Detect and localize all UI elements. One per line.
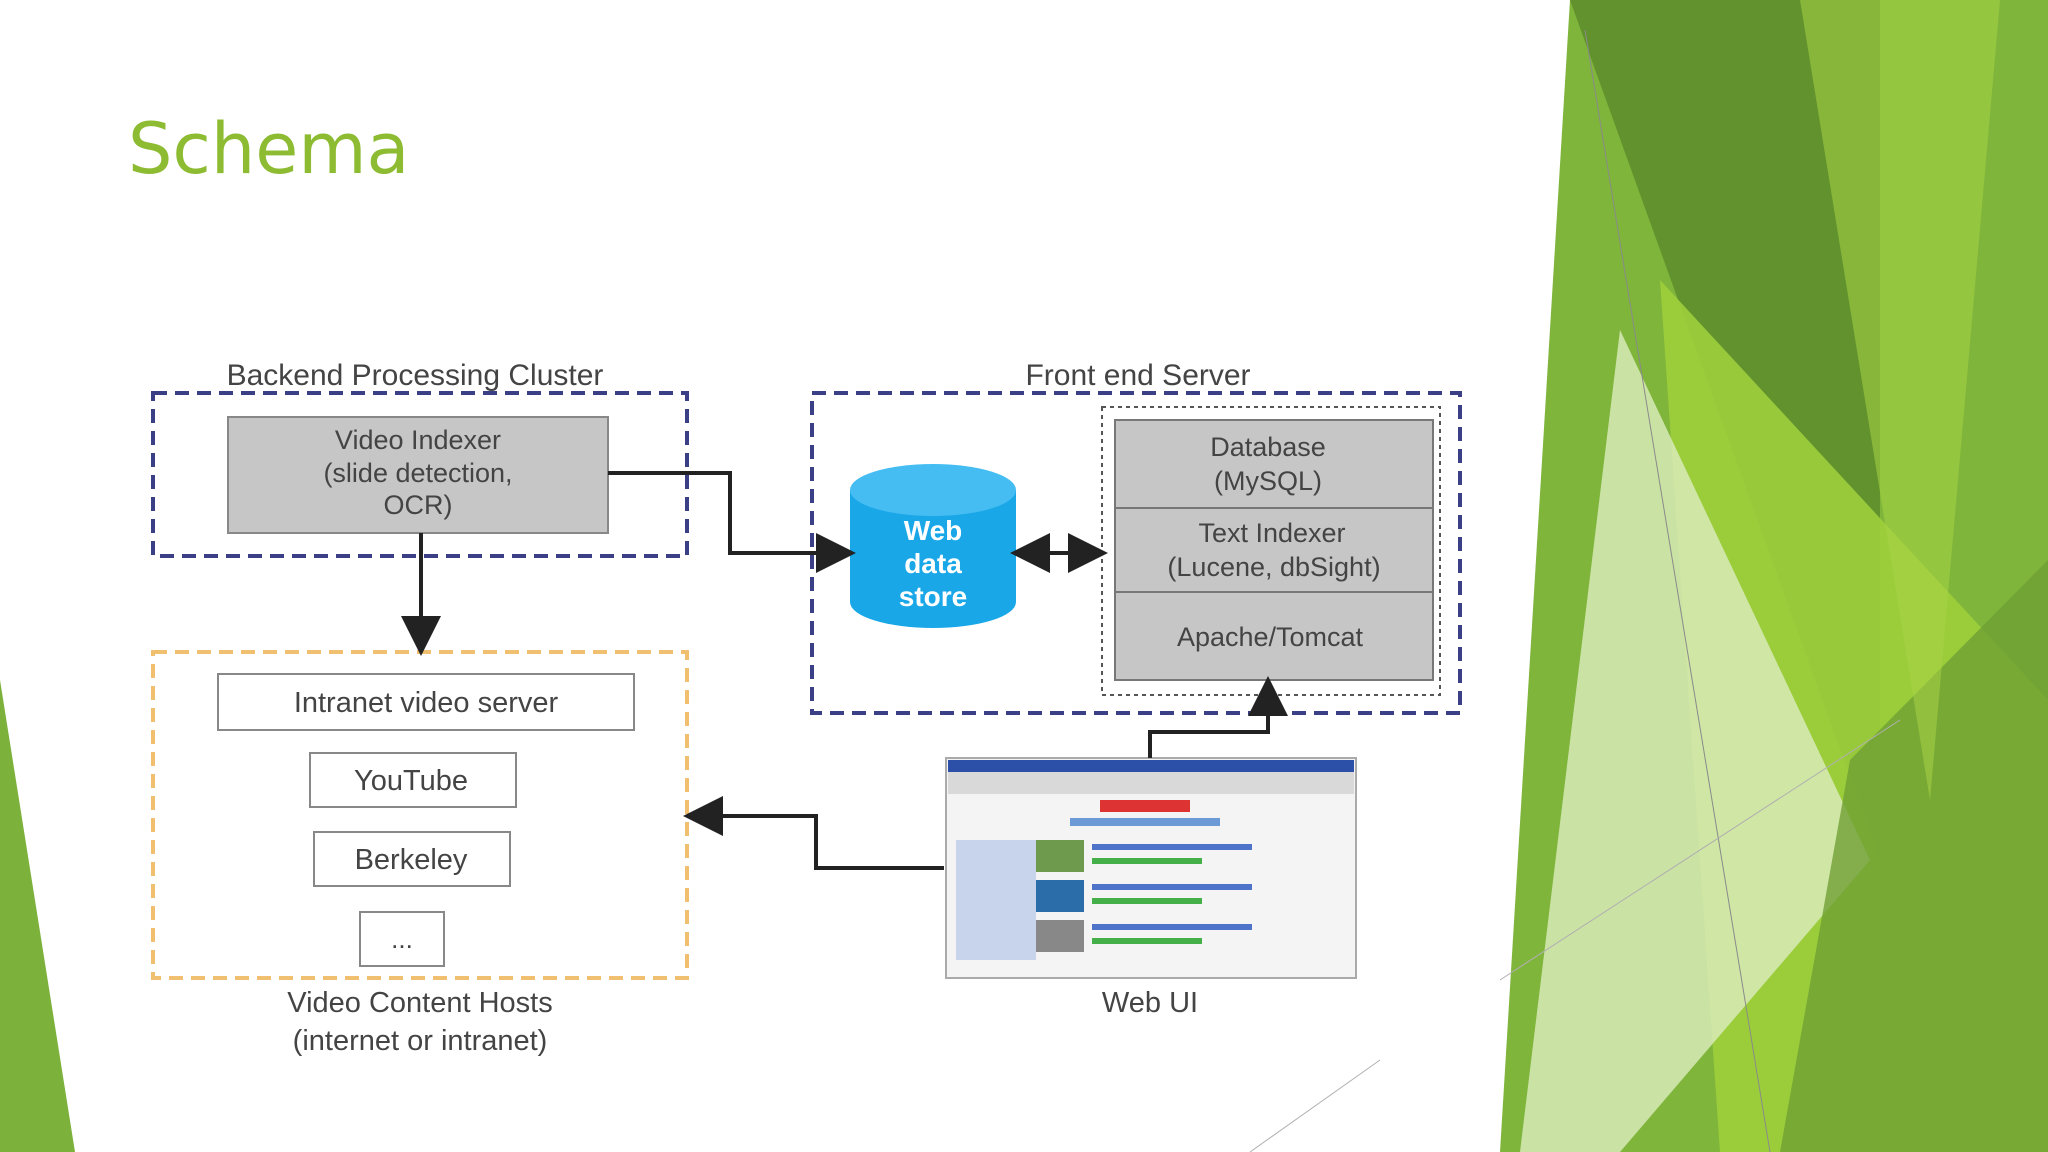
database-line-2: (MySQL) — [1214, 466, 1322, 496]
youtube-box — [309, 752, 517, 808]
content-hosts-label-1: Video Content Hosts — [287, 987, 552, 1019]
datastore-line-2: data — [904, 548, 962, 579]
content-hosts-label-2: (internet or intranet) — [293, 1025, 548, 1057]
youtube-label: YouTube — [354, 765, 468, 797]
berkeley-box — [313, 831, 511, 887]
backend-cluster-label: Backend Processing Cluster — [227, 359, 604, 392]
intranet-server-box — [217, 673, 635, 731]
more-hosts-label: ... — [391, 924, 413, 954]
video-indexer-line-1: Video Indexer — [335, 425, 501, 455]
video-indexer-line-3: OCR) — [384, 490, 453, 520]
text-indexer-box — [1114, 507, 1434, 593]
indexer-to-datastore-arrow — [608, 471, 856, 573]
web-ui-label: Web UI — [1102, 987, 1198, 1019]
web-ui-thumbnail — [945, 757, 1357, 979]
datastore-line-3: store — [899, 581, 967, 612]
slide-title: Schema — [128, 108, 410, 190]
more-hosts-box — [359, 911, 445, 967]
text-indexer-line-2: (Lucene, dbSight) — [1167, 552, 1380, 582]
text-indexer-line-1: Text Indexer — [1198, 518, 1345, 548]
webui-to-server-arrow — [1148, 676, 1288, 758]
apache-tomcat-label: Apache/Tomcat — [1177, 622, 1364, 652]
video-indexer-box — [227, 416, 609, 534]
frontend-server-label: Front end Server — [1025, 359, 1250, 392]
video-indexer-line-2: (slide detection, — [323, 458, 512, 488]
datastore-line-1: Web — [904, 515, 963, 546]
intranet-server-label: Intranet video server — [294, 687, 559, 719]
berkeley-label: Berkeley — [355, 844, 468, 876]
webui-to-hosts-arrow — [683, 796, 944, 870]
backend-cluster-border — [151, 391, 689, 558]
database-line-1: Database — [1210, 432, 1326, 462]
web-data-store: Web data store — [850, 464, 1016, 628]
